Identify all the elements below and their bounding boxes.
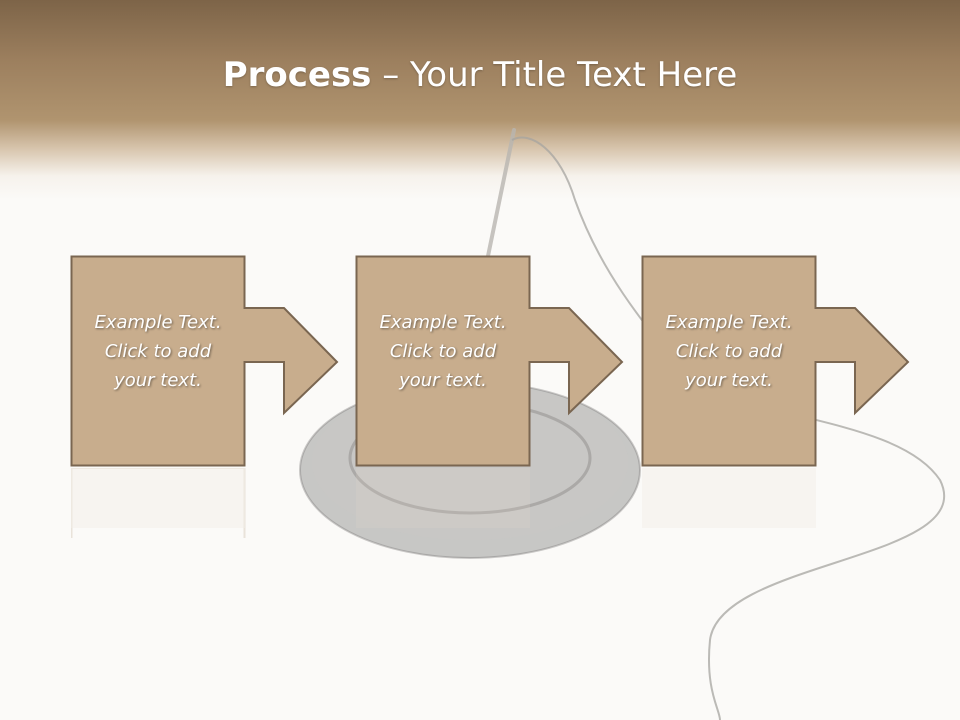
- step-reflection-2: [356, 468, 696, 538]
- step-arrow-shape: [355, 255, 624, 467]
- step-text-line-3: your text.: [399, 370, 487, 391]
- title-bold: Process: [222, 55, 372, 95]
- title-rest: – Your Title Text Here: [371, 55, 738, 95]
- step-arrow-shape: [70, 255, 339, 467]
- step-text-line-1: Example Text.: [94, 312, 222, 333]
- step-reflection-1: [70, 467, 411, 538]
- process-step-1[interactable]: Example Text. Click to add your text.: [70, 255, 411, 467]
- step-text[interactable]: Example Text. Click to add your text.: [642, 308, 816, 395]
- process-step-2[interactable]: Example Text. Click to add your text.: [355, 255, 696, 467]
- step-text[interactable]: Example Text. Click to add your text.: [356, 308, 530, 395]
- slide-title[interactable]: Process – Your Title Text Here: [0, 52, 960, 98]
- process-step-3[interactable]: Example Text. Click to add your text.: [641, 255, 960, 467]
- step-text-line-2: Click to add: [389, 341, 497, 362]
- step-text[interactable]: Example Text. Click to add your text.: [71, 308, 245, 395]
- step-text-line-3: your text.: [685, 370, 773, 391]
- step-text-line-1: Example Text.: [379, 312, 507, 333]
- step-text-line-2: Click to add: [675, 341, 783, 362]
- step-text-line-1: Example Text.: [665, 312, 793, 333]
- header-band: [0, 0, 960, 200]
- step-arrow-shape: [641, 255, 910, 467]
- step-text-line-3: your text.: [114, 370, 202, 391]
- step-reflection-3: [642, 468, 960, 538]
- step-text-line-2: Click to add: [104, 341, 212, 362]
